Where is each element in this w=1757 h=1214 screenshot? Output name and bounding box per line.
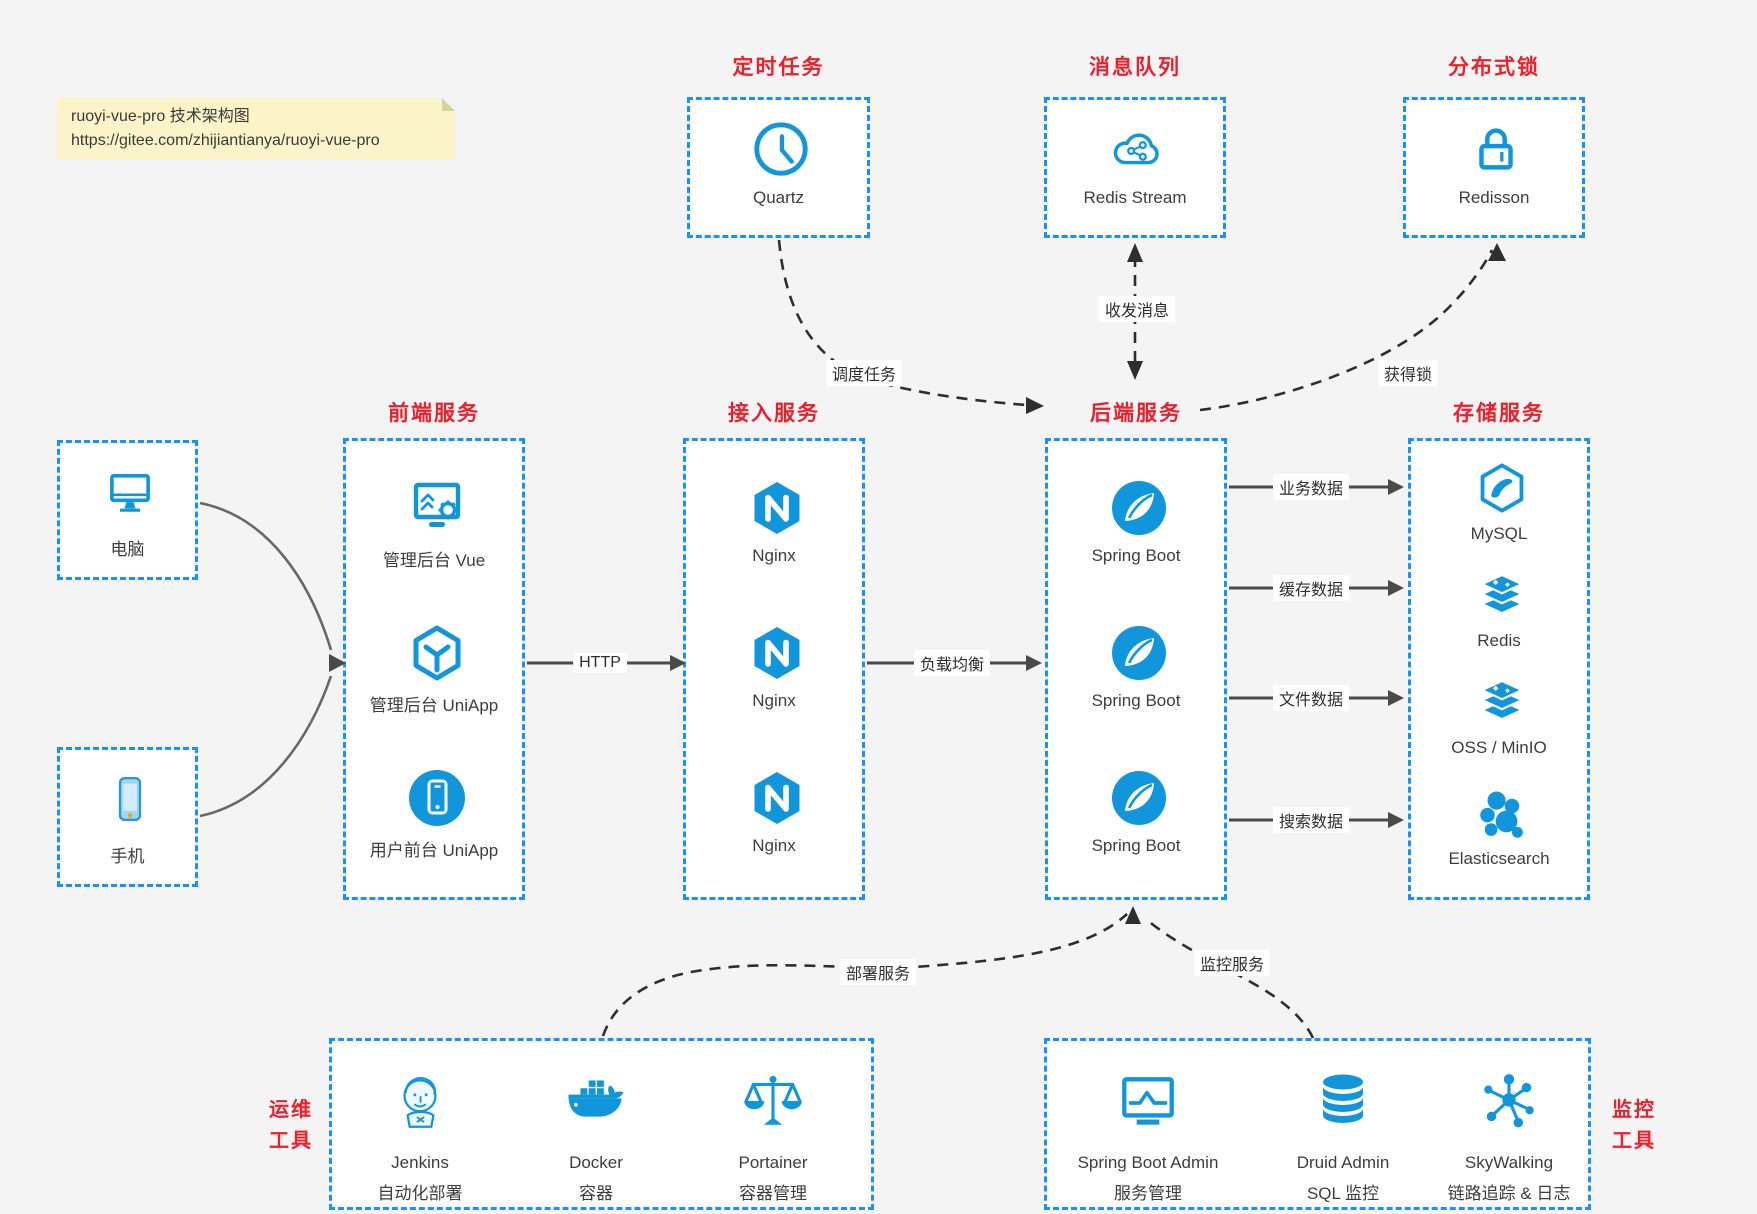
edge-label-schedule-task: 调度任务 — [825, 360, 903, 386]
nginx-icon — [745, 766, 809, 835]
spring-boot-icon — [1107, 476, 1171, 545]
tool-name: Druid Admin — [1296, 1153, 1390, 1172]
box-backend: Spring Boot Spring Boot Spring Boot — [1045, 438, 1227, 900]
device-curves — [199, 501, 333, 818]
monitor-tools-label: 监控 工具 — [1596, 1095, 1672, 1157]
note-url: https://gitee.com/zhijiantianya/ruoyi-vu… — [71, 132, 380, 149]
node-label: Elasticsearch — [1448, 849, 1550, 868]
edge-label-send-receive-msg: 收发消息 — [1098, 296, 1176, 322]
node-label: 管理后台 UniApp — [369, 696, 499, 715]
tool-name: Jenkins — [391, 1153, 449, 1172]
database-icon — [1310, 1070, 1376, 1139]
node-label: Nginx — [752, 836, 796, 855]
node-label: OSS / MinIO — [1451, 738, 1547, 757]
group-title-distributed-lock: 分布式锁 — [1448, 56, 1540, 79]
tool-name: Docker — [569, 1153, 623, 1172]
box-device-pc: 电脑 — [57, 440, 198, 580]
docker-icon — [563, 1071, 629, 1138]
note-title: ruoyi-vue-pro 技术架构图 — [71, 108, 250, 125]
box-frontend: 管理后台 Vue 管理后台 UniApp 用户前台 UniApp — [343, 438, 525, 900]
box-ops-tools: Jenkins 自动化部署 Docker 容器 — [329, 1038, 874, 1210]
tool-name: SkyWalking — [1464, 1153, 1554, 1172]
user-app-icon — [405, 766, 469, 835]
nginx-icon — [745, 476, 809, 545]
device-label: 手机 — [110, 847, 145, 866]
edge-label-monitor-service: 监控服务 — [1193, 950, 1271, 976]
ops-tools-label: 运维 工具 — [253, 1095, 329, 1157]
edge-label-business-data: 业务数据 — [1272, 474, 1350, 500]
redis-icon — [1473, 566, 1531, 629]
edge-label-file-data: 文件数据 — [1272, 685, 1350, 711]
box-device-mobile: 手机 — [57, 747, 198, 887]
uniapp-cube-icon — [405, 621, 469, 690]
node-label: Spring Boot — [1091, 836, 1181, 855]
edge-label-deploy-service: 部署服务 — [839, 959, 917, 985]
ops-tools-label-line2: 工具 — [269, 1130, 313, 1152]
edge-label-load-balance: 负载均衡 — [913, 650, 991, 676]
device-label: 电脑 — [110, 540, 145, 559]
oss-minio-icon — [1473, 672, 1531, 735]
tool-name: Portainer — [738, 1153, 808, 1172]
monitor-pulse-icon — [1115, 1071, 1181, 1138]
monitor-tools-label-line1: 监控 — [1612, 1099, 1656, 1121]
node-label: Nginx — [752, 691, 796, 710]
node-label: Redisson — [1458, 188, 1530, 207]
edge-label-http: HTTP — [573, 653, 627, 673]
desktop-icon — [101, 464, 159, 527]
node-label: Spring Boot — [1091, 691, 1181, 710]
nginx-icon — [745, 621, 809, 690]
spring-boot-icon — [1107, 621, 1171, 690]
column-title-gateway: 接入服务 — [728, 402, 820, 425]
node-label: Quartz — [752, 188, 805, 207]
box-message-queue: Redis Stream — [1044, 97, 1226, 238]
node-label: 管理后台 Vue — [382, 551, 486, 570]
topology-icon — [1476, 1069, 1542, 1140]
spring-boot-icon — [1107, 766, 1171, 835]
edge-label-search-data: 搜索数据 — [1272, 807, 1350, 833]
portainer-icon — [740, 1069, 806, 1140]
edge-label-cache-data: 缓存数据 — [1272, 575, 1350, 601]
column-title-frontend: 前端服务 — [388, 402, 480, 425]
tool-desc: 服务管理 — [1114, 1184, 1182, 1203]
tool-name: Spring Boot Admin — [1077, 1153, 1219, 1172]
node-label: Redis Stream — [1083, 188, 1187, 207]
box-scheduled-task: Quartz — [687, 97, 870, 238]
cloud-stream-icon — [1106, 118, 1168, 185]
clock-icon — [750, 118, 812, 185]
column-title-storage: 存储服务 — [1453, 402, 1545, 425]
column-title-backend: 后端服务 — [1090, 402, 1182, 425]
box-storage: MySQL Redis OSS / MinIO — [1408, 438, 1590, 900]
elasticsearch-icon — [1473, 787, 1531, 850]
box-distributed-lock: Redisson — [1403, 97, 1585, 238]
tool-desc: SQL 监控 — [1306, 1184, 1380, 1203]
ops-tools-label-line1: 运维 — [269, 1099, 313, 1121]
node-label: MySQL — [1470, 524, 1528, 543]
monitor-tools-label-line2: 工具 — [1612, 1130, 1656, 1152]
edge-label-acquire-lock: 获得锁 — [1377, 360, 1439, 386]
tool-desc: 链路追踪 & 日志 — [1447, 1184, 1571, 1203]
box-gateway: Nginx Nginx Nginx — [683, 438, 865, 900]
tool-desc: 容器管理 — [739, 1184, 807, 1203]
mobile-icon — [101, 770, 159, 833]
mysql-icon — [1473, 459, 1531, 522]
node-label: Spring Boot — [1091, 546, 1181, 565]
node-label: Redis — [1477, 631, 1521, 650]
sticky-note: ruoyi-vue-pro 技术架构图 https://gitee.com/zh… — [57, 98, 455, 160]
node-label: Nginx — [752, 546, 796, 565]
jenkins-icon — [387, 1069, 453, 1140]
group-title-message-queue: 消息队列 — [1089, 56, 1181, 79]
tool-desc: 自动化部署 — [377, 1184, 463, 1203]
box-monitor-tools: Spring Boot Admin 服务管理 Druid Admin SQL 监… — [1044, 1038, 1591, 1210]
node-label: 用户前台 UniApp — [369, 841, 499, 860]
lock-icon — [1465, 118, 1527, 185]
tool-desc: 容器 — [579, 1184, 613, 1203]
admin-vue-icon — [405, 476, 469, 545]
group-title-scheduled-task: 定时任务 — [732, 56, 825, 79]
